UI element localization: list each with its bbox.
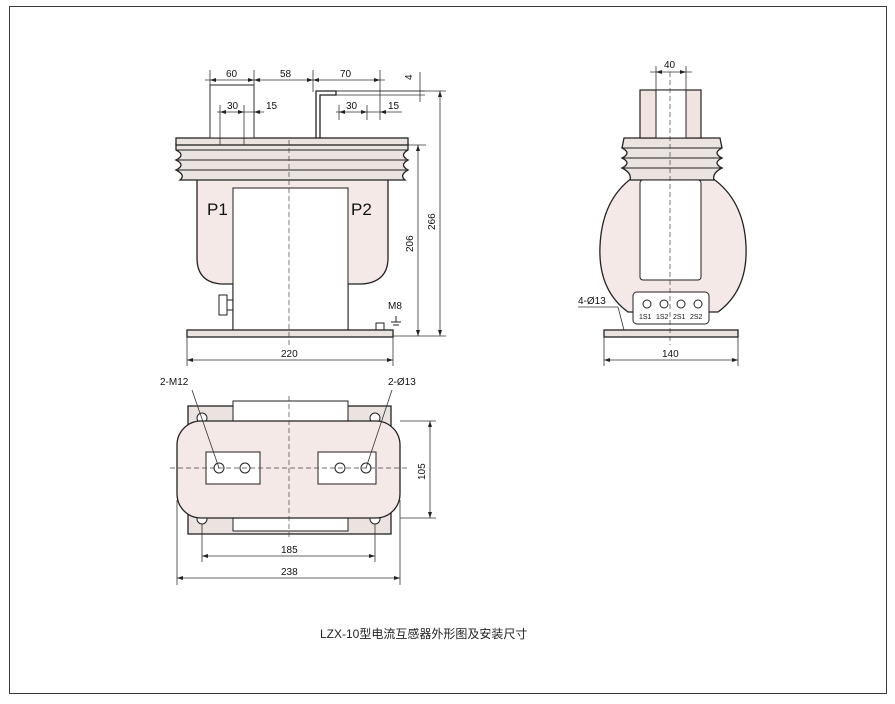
drawing-caption: LZX-10型电流互感器外形图及安装尺寸: [320, 626, 527, 641]
leader-line: [191, 389, 220, 469]
side-view: 1S1 1S2 2S1 2S2 40 4-Ø13 140: [578, 60, 747, 366]
terminal-screw: [676, 299, 686, 309]
dim-15-right: 15: [388, 101, 400, 112]
primary-terminal-right: [315, 90, 337, 138]
dim-266: 266: [427, 213, 438, 230]
side-primary-bar-inner: [655, 89, 687, 139]
front-shed: [174, 143, 410, 181]
top-body: [176, 420, 401, 519]
terminal-1s2: 1S2: [656, 314, 669, 321]
side-core: [639, 179, 702, 281]
dim-185: 185: [281, 545, 298, 556]
dim-206: 206: [405, 235, 416, 252]
front-core-window: [232, 187, 349, 331]
dim-30-left: 30: [227, 101, 239, 112]
dim-60: 60: [226, 69, 238, 80]
front-view: P1 P2 M8 60 58 70 30 15 30 15: [174, 69, 446, 366]
dim-220: 220: [281, 349, 298, 360]
side-base-plate: [603, 329, 739, 338]
label-p1: P1: [207, 200, 228, 219]
drawing-border: [9, 6, 887, 694]
label-2-13: 2-Ø13: [388, 377, 416, 388]
dim-30-right: 30: [346, 101, 358, 112]
dim-70: 70: [340, 69, 352, 80]
leader-line: [617, 306, 625, 331]
terminal-1s1: 1S1: [639, 314, 652, 321]
label-p2: P2: [351, 200, 372, 219]
side-shed: [620, 137, 724, 181]
hole-label: 4-Ø13: [578, 296, 606, 307]
terminal-screw: [693, 299, 703, 309]
dim-140: 140: [662, 349, 679, 360]
ground-bolt: [375, 322, 385, 331]
secondary-bolt-head: [226, 299, 234, 311]
dim-4: 4: [404, 74, 415, 80]
terminal-2s2: 2S2: [690, 314, 703, 321]
dim-40: 40: [664, 60, 676, 71]
label-ground: M8: [388, 301, 402, 312]
dim-238: 238: [281, 567, 298, 578]
terminal-2s1: 2S1: [673, 314, 686, 321]
dim-105: 105: [417, 463, 428, 480]
dim-58: 58: [280, 69, 292, 80]
terminal-box: [632, 291, 710, 325]
secondary-bolt: [218, 294, 228, 316]
label-2-m12: 2-M12: [160, 377, 189, 388]
terminal-screw: [642, 299, 652, 309]
top-view: 2-M12 2-Ø13 105 185 238: [160, 377, 436, 585]
dim-15-left: 15: [266, 101, 278, 112]
terminal-screw: [659, 299, 669, 309]
front-base-plate: [186, 329, 394, 338]
leader-line: [365, 389, 393, 469]
front-top-plate: [175, 137, 409, 146]
